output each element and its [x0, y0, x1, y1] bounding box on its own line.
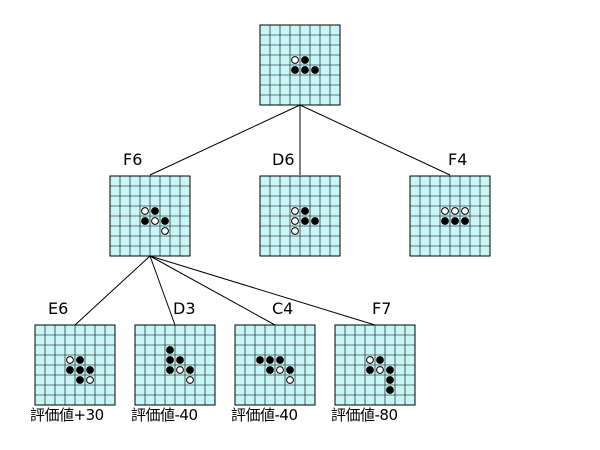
black-stone [176, 356, 184, 364]
black-stone [286, 366, 294, 374]
white-stone [441, 207, 449, 215]
white-stone [141, 207, 149, 215]
black-stone [386, 366, 394, 374]
move-label-f6: F6 [123, 150, 143, 169]
edge-f6-c4 [149, 255, 276, 326]
edge-root-f4 [299, 104, 451, 176]
white-stone [161, 227, 169, 235]
black-stone [291, 66, 299, 74]
black-stone [301, 66, 309, 74]
black-stone [151, 207, 159, 215]
black-stone [451, 217, 459, 225]
board-f6 [109, 175, 191, 257]
white-stone [276, 366, 284, 374]
edge-f6-f7 [149, 255, 376, 326]
move-label-d3: D3 [173, 299, 196, 318]
board-c4 [234, 324, 316, 406]
white-stone [461, 207, 469, 215]
white-stone [366, 356, 374, 364]
black-stone [301, 207, 309, 215]
black-stone [166, 366, 174, 374]
black-stone [141, 217, 149, 225]
board-e6 [34, 324, 116, 406]
black-stone [86, 366, 94, 374]
white-stone [291, 217, 299, 225]
black-stone [266, 366, 274, 374]
black-stone [376, 356, 384, 364]
black-stone [461, 217, 469, 225]
board-d6 [259, 175, 341, 257]
move-label-f4: F4 [448, 150, 468, 169]
white-stone [151, 217, 159, 225]
move-label-f7: F7 [372, 299, 392, 318]
white-stone [291, 56, 299, 64]
white-stone [291, 207, 299, 215]
black-stone [76, 366, 84, 374]
board-d3 [134, 324, 216, 406]
edge-f6-d3 [149, 255, 176, 326]
black-stone [266, 356, 274, 364]
black-stone [386, 386, 394, 394]
white-stone [291, 227, 299, 235]
move-label-c4: C4 [272, 299, 294, 318]
black-stone [311, 66, 319, 74]
white-stone [376, 366, 384, 374]
black-stone [366, 366, 374, 374]
board-f4 [409, 175, 491, 257]
score-c4: 評価値-40 [231, 406, 298, 424]
black-stone [301, 56, 309, 64]
black-stone [276, 356, 284, 364]
black-stone [301, 217, 309, 225]
white-stone [66, 356, 74, 364]
black-stone [186, 366, 194, 374]
black-stone [166, 356, 174, 364]
score-d3: 評価値-40 [131, 406, 198, 424]
white-stone [286, 376, 294, 384]
board-f7 [334, 324, 416, 406]
white-stone [176, 366, 184, 374]
black-stone [76, 356, 84, 364]
black-stone [66, 366, 74, 374]
white-stone [186, 376, 194, 384]
black-stone [311, 217, 319, 225]
move-label-d6: D6 [272, 150, 295, 169]
score-e6: 評価値+30 [30, 406, 104, 424]
black-stone [76, 376, 84, 384]
white-stone [86, 376, 94, 384]
score-f7: 評価値-80 [331, 406, 398, 424]
black-stone [386, 376, 394, 384]
edge-root-f6 [149, 104, 301, 176]
black-stone [256, 356, 264, 364]
move-label-e6: E6 [48, 299, 69, 318]
edge-f6-e6 [74, 255, 151, 326]
white-stone [451, 207, 459, 215]
black-stone [166, 346, 174, 354]
black-stone [161, 217, 169, 225]
root-board [259, 24, 341, 106]
black-stone [441, 217, 449, 225]
